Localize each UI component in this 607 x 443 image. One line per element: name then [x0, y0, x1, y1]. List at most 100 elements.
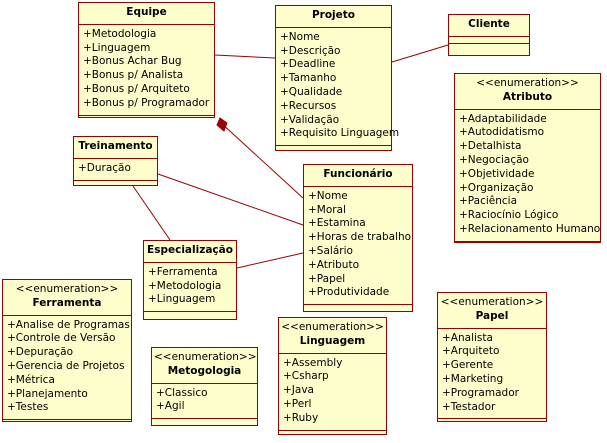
operation-compartment [304, 304, 412, 311]
attribute-item: +Paciência [459, 195, 518, 208]
attribute-item: +Bonus p/ Analista [83, 69, 184, 82]
attribute-item: +Moral [308, 203, 346, 216]
operation-compartment [455, 240, 600, 248]
class-header: Especialização [144, 241, 236, 263]
attribute-item: +Validação [280, 113, 340, 126]
class-header: <<enumeration>>Metogologia [152, 348, 257, 384]
attribute-item: +Bonus Achar Bug [83, 55, 182, 68]
operation-compartment [79, 114, 214, 122]
class-name: Equipe [126, 6, 167, 18]
class-especializacao[interactable]: Especialização +Ferramenta+Metodologia+Li… [143, 240, 237, 320]
class-linguagem-enum[interactable]: <<enumeration>>Linguagem+Assembly+Csharp… [278, 317, 387, 435]
attribute-item: +Arquiteto [442, 345, 500, 358]
attribute-item: +Analista [442, 331, 493, 344]
attribute-compartment: +Nome+Moral+Estamina+Horas de trabalho+S… [304, 187, 412, 304]
operation-compartment [144, 311, 236, 318]
attribute-item: +Metodologia [83, 27, 157, 40]
class-name: Cliente [468, 18, 510, 30]
attribute-item: +Bonus p/ Arquiteto [83, 82, 190, 95]
attribute-item: +Raciocínio Lógico [459, 209, 559, 222]
attribute-item: +Gerente [442, 359, 494, 372]
attribute-item: +Testes [7, 401, 49, 414]
attribute-item: +Requisito Linguagem [280, 127, 400, 140]
attribute-item: +Métrica [7, 373, 55, 386]
attribute-item: +Planejamento [7, 387, 88, 400]
attribute-item: +Autodidatismo [459, 126, 545, 139]
attribute-item: +Ferramenta [148, 265, 218, 278]
class-name: Ferramenta [32, 296, 102, 309]
class-treinamento[interactable]: Treinamento +Duração [73, 136, 158, 186]
class-papel-enum[interactable]: <<enumeration>>Papel+Analista+Arquiteto+… [437, 292, 547, 422]
class-name: Papel [475, 309, 509, 322]
stereotype-label: <<enumeration>> [476, 77, 579, 89]
attribute-item: +Csharp [283, 370, 329, 383]
attribute-item: +Testador [442, 400, 496, 413]
attribute-compartment: +Duração [74, 159, 157, 180]
class-header: Equipe [79, 3, 214, 25]
class-header: Funcionário [304, 165, 412, 187]
attribute-item: +Organização [459, 181, 534, 194]
attribute-item: +Descrição [280, 44, 341, 57]
attribute-item: +Assembly [283, 356, 343, 369]
link-equipe-funcionario [219, 121, 304, 199]
operation-compartment [152, 418, 257, 425]
attribute-item: +Ruby [283, 411, 319, 424]
link-treinamento-funcionario [157, 173, 304, 226]
stereotype-label: <<enumeration>> [281, 321, 384, 333]
class-header: <<enumeration>>Linguagem [279, 318, 386, 354]
attribute-item: +Deadline [280, 58, 336, 71]
attribute-item: +Agil [156, 400, 185, 413]
attribute-compartment: +Classico+Agil [152, 384, 257, 419]
class-name: Metogologia [167, 364, 242, 377]
class-funcionario[interactable]: Funcionário +Nome+Moral+Estamina+Horas de… [303, 164, 413, 312]
class-header: <<enumeration>>Atributo [455, 74, 600, 110]
attribute-compartment [449, 37, 529, 44]
link-projeto-cliente [391, 44, 449, 63]
attribute-item: +Objetividade [459, 167, 535, 180]
attribute-item: +Linguagem [148, 293, 216, 306]
class-name: Especialização [147, 244, 233, 256]
class-projeto[interactable]: Projeto+Nome+Descrição+Deadline+Tamanho+… [275, 5, 400, 152]
link-treinamento-especializacao [132, 185, 171, 241]
attribute-compartment: +Ferramenta+Metodologia+Linguagem [144, 263, 236, 311]
attribute-item: +Tamanho [280, 72, 337, 85]
attribute-item: +Produtividade [308, 286, 390, 299]
attribute-item: +Marketing [442, 372, 504, 385]
attribute-item: +Atributo [308, 258, 360, 271]
attribute-item: +Qualidade [280, 85, 343, 98]
attribute-item: +Bonus p/ Programador [83, 96, 210, 109]
attribute-item: +Controle de Versão [7, 332, 116, 345]
attribute-compartment: +Analise de Programas+Controle de Versão… [3, 316, 131, 420]
attribute-item: +Depuração [7, 346, 74, 359]
attribute-item: +Relacionamento Humano [459, 222, 601, 235]
attribute-item: +Detalhista [459, 140, 522, 153]
attribute-item: +Gerencia de Projetos [7, 359, 125, 372]
operation-compartment [449, 44, 529, 50]
class-name: Atributo [502, 90, 553, 103]
operation-compartment [279, 429, 386, 437]
stereotype-label: <<enumeration>> [15, 283, 119, 295]
attribute-item: +Estamina [308, 217, 366, 230]
attribute-item: +Horas de trabalho [308, 231, 412, 244]
class-header: <<enumeration>>Ferramenta [3, 280, 131, 316]
class-name: Funcionário [323, 168, 393, 180]
class-header: Cliente [449, 15, 529, 37]
attribute-item: +Recursos [280, 99, 337, 112]
operation-compartment [276, 145, 391, 152]
class-cliente[interactable]: Cliente [448, 14, 530, 56]
link-equipe-projeto [214, 54, 276, 59]
attribute-item: +Duração [78, 161, 131, 174]
attribute-compartment: +Assembly+Csharp+Java+Perl+Ruby [279, 354, 386, 430]
attribute-compartment: +Adaptabilidade+Autodidatismo+Detalhista… [455, 110, 600, 241]
attribute-item: +Programador [442, 386, 519, 399]
class-equipe[interactable]: Equipe+Metodologia+Linguagem+Bonus Achar… [78, 2, 215, 118]
class-ferramenta-enum[interactable]: <<enumeration>>Ferramenta+Analise de Pro… [2, 279, 132, 422]
attribute-item: +Adaptabilidade [459, 112, 547, 125]
class-header: <<enumeration>>Papel [438, 293, 546, 329]
operation-compartment [438, 418, 546, 425]
attribute-item: +Metodologia [148, 279, 222, 292]
composition-diamond [216, 117, 228, 132]
class-atributo-enum[interactable]: <<enumeration>>Atributo+Adaptabilidade+A… [454, 73, 601, 243]
class-name: Treinamento [78, 140, 153, 152]
class-metogologia-enum[interactable]: <<enumeration>>Metogologia+Classico+Agil [151, 347, 258, 426]
